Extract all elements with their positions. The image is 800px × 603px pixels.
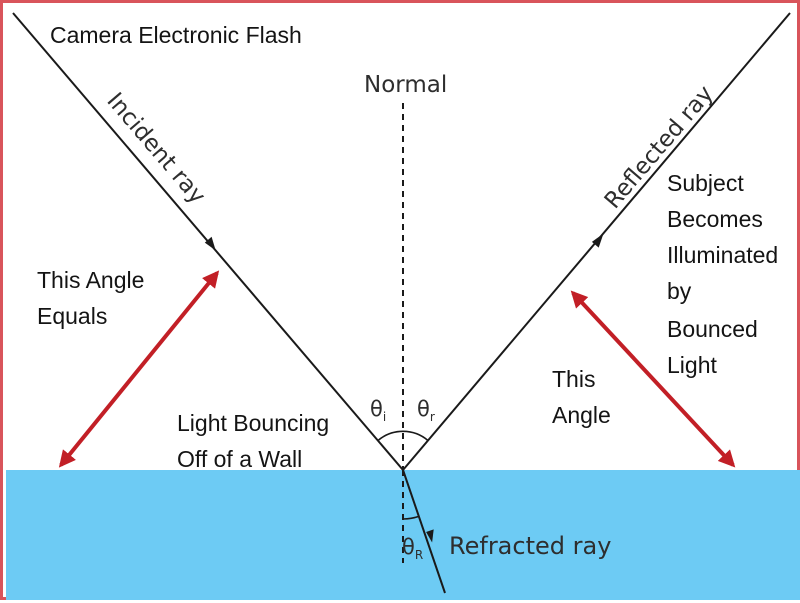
refracted-arrowhead [426, 529, 434, 543]
theta-i-label: θi [370, 397, 386, 424]
angle-arc-refracted [402, 515, 420, 520]
right-angle-label-line2: Angle [552, 402, 611, 428]
theta-r-symbol: θ [417, 397, 430, 421]
reflected-arrowhead [591, 233, 604, 248]
right-angle-label-line1: This [552, 366, 596, 392]
theta-R-label: θR [402, 535, 423, 562]
theta-i-subscript: i [382, 410, 387, 424]
theta-R-symbol: θ [402, 535, 415, 559]
theta-r-label: θr [417, 397, 435, 424]
subject-label-line5: Bounced [667, 316, 758, 342]
subject-label-line1: Subject [667, 170, 744, 196]
left-angle-arrow [58, 270, 220, 468]
right-angle-arrow [570, 290, 736, 468]
refracted-ray [402, 469, 446, 594]
left-angle-label-line2: Equals [37, 303, 108, 329]
wall-surface [6, 470, 800, 600]
incident-ray-label: Incident ray [101, 88, 210, 209]
left-angle-label-line1: This Angle [37, 267, 145, 293]
subject-label-line6: Light [667, 352, 717, 378]
theta-R-subscript: R [414, 548, 424, 562]
flash-label: Camera Electronic Flash [50, 22, 302, 48]
theta-i-symbol: θ [370, 397, 383, 421]
subject-label-line4: by [667, 278, 692, 304]
bounce-label-line2: Off of a Wall [177, 446, 303, 472]
reflection-diagram: Incident ray Reflected ray [6, 12, 800, 600]
normal-label: Normal [364, 72, 448, 98]
angle-arc-incident-reflected [377, 430, 429, 442]
incident-arrowhead [204, 236, 216, 251]
bounce-label-line1: Light Bouncing [177, 410, 330, 436]
subject-label-line3: Illuminated [667, 242, 779, 268]
theta-r-subscript: r [429, 410, 435, 424]
refracted-ray-label: Refracted ray [449, 532, 612, 560]
subject-label-line2: Becomes [667, 206, 763, 232]
